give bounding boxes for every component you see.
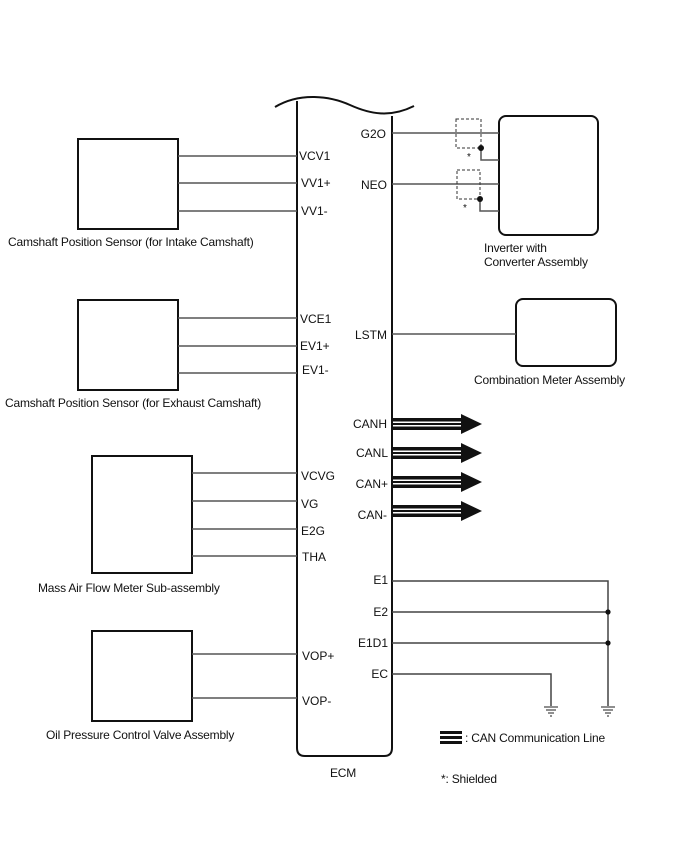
- intake-cam-sensor-box: [77, 138, 179, 230]
- ground-wires: [392, 580, 609, 706]
- inverter-wires: [392, 132, 499, 212]
- can-arrow-canplus: [393, 472, 482, 492]
- pin-canl: CANL: [355, 446, 388, 460]
- ecm-box: [274, 96, 415, 757]
- ocv-label: Oil Pressure Control Valve Assembly: [46, 728, 235, 742]
- ground-junction: [605, 609, 611, 615]
- ocv-box: [91, 630, 193, 722]
- pin-lstm: LSTM: [354, 328, 387, 342]
- pin-vce1: VCE1: [300, 312, 332, 326]
- pin-ec: EC: [371, 667, 388, 681]
- ground-icon: [601, 706, 615, 717]
- pin-ev1-plus: EV1+: [300, 339, 330, 353]
- can-arrow-canl: [393, 443, 482, 463]
- shield-marker: *: [463, 203, 467, 214]
- inverter-label-line2: Converter Assembly: [484, 255, 588, 269]
- maf-meter-box: [91, 455, 193, 574]
- pin-e1d1: E1D1: [357, 636, 388, 650]
- pin-g2o: G2O: [360, 127, 386, 141]
- can-arrows: [393, 414, 482, 521]
- shielded-legend-text: *: Shielded: [441, 772, 497, 786]
- can-arrow-canminus: [393, 501, 482, 521]
- pin-e2g: E2G: [301, 524, 326, 538]
- combination-meter-box: [515, 298, 617, 367]
- inverter-box: [498, 115, 599, 236]
- pin-vcv1: VCV1: [299, 149, 331, 163]
- pin-vv1-plus: VV1+: [301, 176, 331, 190]
- shield-marker: *: [467, 152, 471, 163]
- ocv-wires: [192, 653, 297, 699]
- pin-canh: CANH: [352, 417, 387, 431]
- pin-can-plus: CAN+: [355, 477, 388, 491]
- exhaust-cam-sensor-box: [77, 299, 179, 391]
- pin-tha: THA: [302, 550, 326, 564]
- pin-vg: VG: [301, 497, 319, 511]
- can-line-legend-text: : CAN Communication Line: [465, 731, 605, 745]
- pin-can-minus: CAN-: [357, 508, 387, 522]
- pin-neo: NEO: [360, 178, 387, 192]
- pin-vv1-minus: VV1-: [301, 204, 328, 218]
- intake-cam-sensor-label: Camshaft Position Sensor (for Intake Cam…: [8, 235, 254, 249]
- exhaust-cam-sensor-label: Camshaft Position Sensor (for Exhaust Ca…: [5, 396, 262, 410]
- can-arrow-canh: [393, 414, 482, 434]
- can-line-legend-icon: [440, 731, 462, 744]
- maf-wires: [192, 472, 297, 557]
- shield-junction: [478, 145, 484, 151]
- pin-vop-plus: VOP+: [302, 649, 335, 663]
- pin-ev1-minus: EV1-: [302, 363, 329, 377]
- maf-meter-label: Mass Air Flow Meter Sub-assembly: [38, 581, 220, 595]
- pin-e1: E1: [373, 573, 388, 587]
- shield-junction: [477, 196, 483, 202]
- ground-icon: [544, 706, 558, 717]
- combination-meter-label: Combination Meter Assembly: [474, 373, 625, 387]
- inverter-label-line1: Inverter with: [484, 241, 547, 255]
- shield-outlines: [455, 118, 482, 200]
- ecm-label: ECM: [330, 766, 357, 780]
- pin-vop-minus: VOP-: [302, 694, 332, 708]
- pin-vcvg: VCVG: [301, 469, 336, 483]
- pin-e2: E2: [373, 605, 388, 619]
- ground-junction: [605, 640, 611, 646]
- exhaust-cam-wires: [178, 317, 297, 374]
- intake-cam-wires: [178, 155, 297, 212]
